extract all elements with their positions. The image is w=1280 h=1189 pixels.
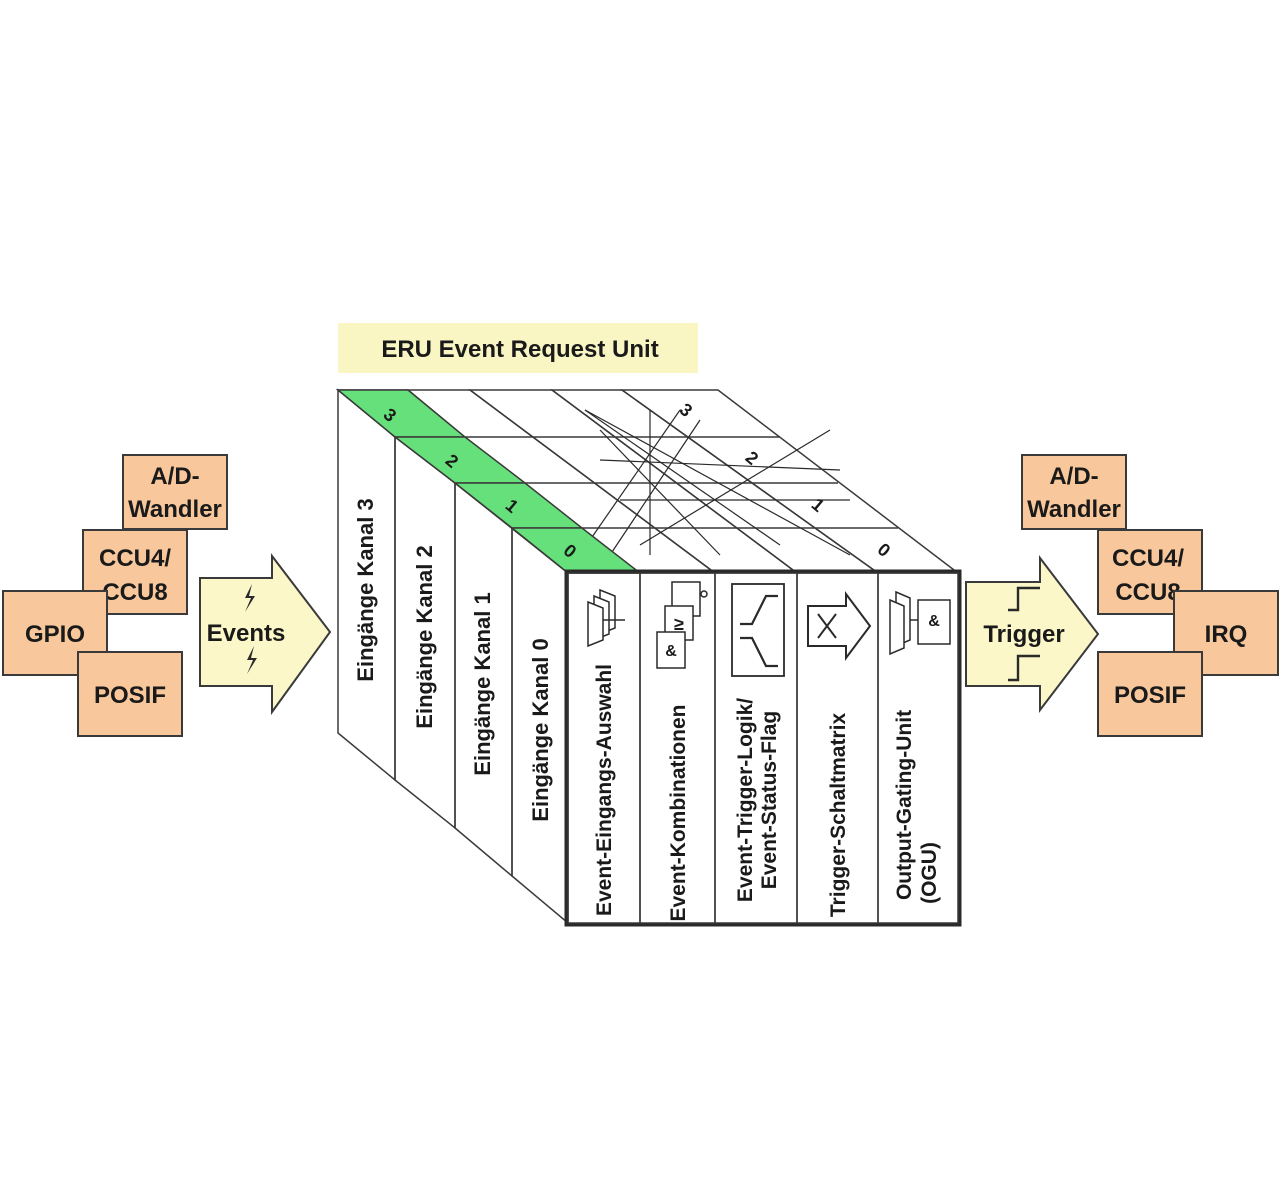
top-crossbar-lines (584, 409, 851, 556)
gate-symbol-and-2: & (928, 613, 940, 630)
left-adc-label-1: A/D- (150, 463, 199, 490)
channel-number-right-0: 0 (874, 539, 895, 561)
left-ccu-label-2: CCU8 (102, 579, 167, 606)
left-ccu-label-1: CCU4/ (99, 545, 171, 572)
diagram-title: ERU Event Request Unit (381, 336, 658, 363)
trigger-arrow-shape (965, 555, 1100, 713)
stage-label-output-gating-1: Output-Gating-Unit (893, 710, 916, 900)
right-adc-label-2: Wandler (1027, 496, 1121, 523)
right-adc-box (1021, 454, 1127, 530)
input-channel-panels: 3 2 1 0 Eingänge Kanal 3 Eingänge Kanal … (335, 388, 643, 925)
left-gpio-label: GPIO (25, 621, 85, 648)
left-sources: A/D- Wandler CCU4/ CCU8 GPIO POSIF (2, 454, 228, 737)
crossbar-icon (807, 591, 872, 661)
right-ccu-label-2: CCU8 (1115, 579, 1180, 606)
stage-label-output-gating-2: (OGU) (918, 842, 941, 904)
channel-top-green-2 (392, 436, 528, 484)
stage-panels (564, 569, 962, 927)
falling-edge-icon (1008, 654, 1040, 682)
mux-and-icon (889, 590, 951, 656)
top-strip-purple (619, 389, 961, 574)
lightning-icon-bottom (247, 646, 257, 674)
right-ccu-label-1: CCU4/ (1112, 545, 1184, 572)
stage-panel-output-gating (877, 572, 959, 924)
stage-label-trigger-logic-1: Event-Trigger-Logik/ (734, 698, 757, 902)
stage-label-switch-matrix: Trigger-Schaltmatrix (827, 713, 850, 918)
trigger-label: Trigger (983, 621, 1064, 648)
channel-label-2: Eingänge Kanal 2 (412, 545, 437, 728)
left-adc-box (122, 454, 228, 530)
events-arrow: Events (199, 553, 332, 716)
events-arrow-shape (199, 553, 332, 716)
right-posif-box (1097, 651, 1203, 737)
left-posif-box (77, 651, 183, 737)
channel-number-right-1: 1 (808, 494, 829, 516)
trigger-arrow: Trigger (965, 555, 1100, 713)
channel-label-3: Eingänge Kanal 3 (353, 498, 378, 681)
lightning-icon-top (245, 584, 255, 612)
channel-label-1: Eingänge Kanal 1 (470, 592, 495, 775)
channel-number-right-3: 3 (676, 399, 697, 421)
events-label: Events (207, 620, 286, 647)
right-channel-numbers: 3 2 1 0 (676, 399, 895, 561)
channel-label-0: Eingänge Kanal 0 (528, 638, 553, 821)
stage-label-combinations: Event-Kombinationen (667, 704, 690, 921)
rising-edge-icon (1008, 586, 1040, 612)
gate-symbol-ge: ≥ (674, 614, 684, 634)
right-posif-label: POSIF (1114, 682, 1186, 709)
right-irq-label: IRQ (1205, 621, 1248, 648)
title-banner (338, 323, 698, 373)
left-posif-label: POSIF (94, 682, 166, 709)
mux-stack-icon (587, 588, 625, 648)
left-adc-label-2: Wandler (128, 496, 222, 523)
right-adc-label-1: A/D- (1049, 463, 1098, 490)
stage-label-trigger-logic-2: Event-Status-Flag (758, 711, 781, 890)
stage-label-input-select: Event-Eingangs-Auswahl (593, 664, 616, 916)
right-targets: A/D- Wandler CCU4/ CCU8 IRQ POSIF (1021, 454, 1279, 737)
gate-symbol-and-1: & (665, 643, 677, 660)
logic-gates-icon (656, 581, 708, 669)
channel-top-green-3 (335, 389, 468, 438)
edge-detect-icon (731, 583, 785, 677)
